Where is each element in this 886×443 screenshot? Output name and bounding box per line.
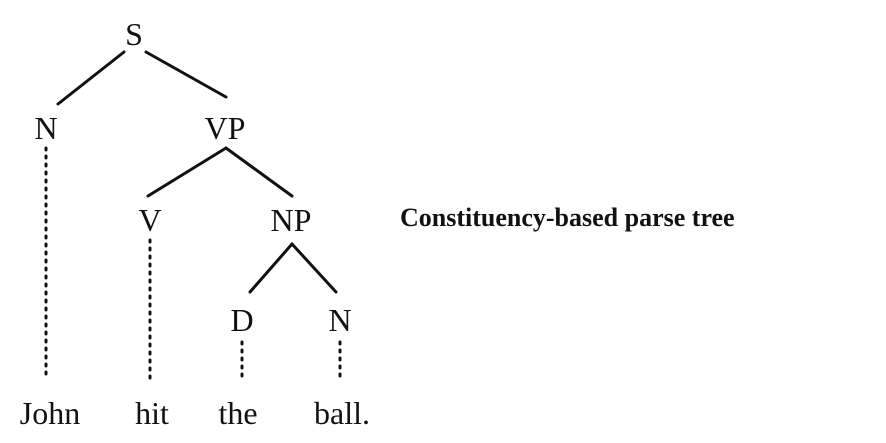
sentence-words: John hit the ball. <box>20 395 370 431</box>
tree-edge-vp-np <box>224 146 294 198</box>
sentence-word-w3: the <box>218 395 257 431</box>
tree-edge-s-n1 <box>56 50 126 106</box>
tree-edge-vp-v <box>146 146 228 198</box>
diagram-caption: Constituency-based parse tree <box>400 203 735 232</box>
tree-edge-s-vp <box>144 50 228 99</box>
tree-node-np: NP <box>271 202 312 238</box>
tree-edge-np-n2 <box>290 242 338 294</box>
tree-node-s: S <box>125 16 143 52</box>
tree-node-v: V <box>138 202 161 238</box>
tree-edge-np-d <box>248 242 294 294</box>
sentence-word-w2: hit <box>135 395 169 431</box>
sentence-word-w1: John <box>20 395 80 431</box>
tree-nodes: S N VP V NP D N <box>34 16 351 338</box>
tree-node-d: D <box>230 302 253 338</box>
tree-node-n1: N <box>34 110 57 146</box>
tree-node-vp: VP <box>205 110 246 146</box>
sentence-word-w4: ball. <box>314 395 370 431</box>
tree-node-n2: N <box>328 302 351 338</box>
tree-edges <box>44 50 342 382</box>
